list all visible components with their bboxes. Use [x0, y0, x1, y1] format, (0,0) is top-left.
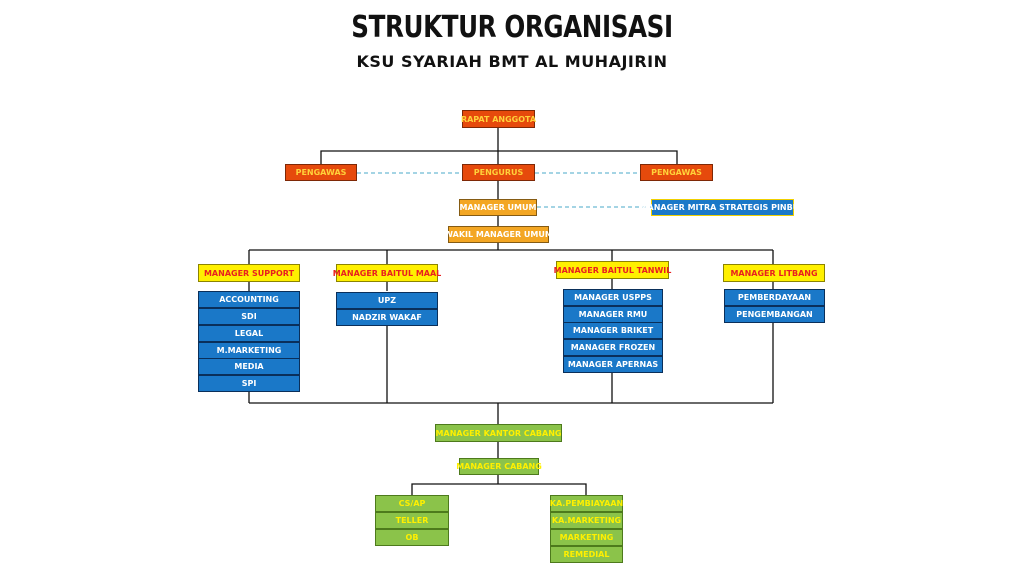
unit-m-marketing: M.MARKETING	[198, 342, 300, 359]
unit-nadzir-wakaf: NADZIR WAKAF	[336, 309, 438, 326]
node-manager-support: MANAGER SUPPORT	[198, 264, 300, 282]
unit-pengembangan: PENGEMBANGAN	[724, 306, 825, 323]
unit-accounting: ACCOUNTING	[198, 291, 300, 308]
unit-legal: LEGAL	[198, 325, 300, 342]
node-pengawas-left: PENGAWAS	[285, 164, 357, 181]
unit-sdi: SDI	[198, 308, 300, 325]
unit-pemberdayaan: PEMBERDAYAAN	[724, 289, 825, 306]
unit-cs-ap: CS/AP	[375, 495, 449, 512]
unit-manager-uspps: MANAGER USPPS	[563, 289, 663, 306]
node-manager-mitra: MANAGER MITRA STRATEGIS PINBUK	[640, 199, 805, 216]
node-manager-baitul-tanwil: MANAGER BAITUL TANWIL	[554, 261, 671, 279]
unit-teller: TELLER	[375, 512, 449, 529]
unit-remedial: REMEDIAL	[550, 546, 623, 563]
unit-spi: SPI	[198, 375, 300, 392]
node-pengurus: PENGURUS	[462, 164, 535, 181]
unit-media: MEDIA	[198, 358, 300, 375]
node-wakil-manager-umum: WAKIL MANAGER UMUM	[444, 226, 553, 243]
node-pengawas-right: PENGAWAS	[640, 164, 713, 181]
node-manager-litbang: MANAGER LITBANG	[723, 264, 825, 282]
node-manager-kantor-cabang: MANAGER KANTOR CABANG	[435, 424, 562, 442]
unit-manager-briket: MANAGER BRIKET	[563, 322, 663, 339]
unit-manager-rmu: MANAGER RMU	[563, 306, 663, 323]
unit-ob: OB	[375, 529, 449, 546]
unit-ka-marketing: KA.MARKETING	[550, 512, 623, 529]
node-manager-baitul-maal: MANAGER BAITUL MAAL	[333, 264, 441, 282]
unit-marketing: MARKETING	[550, 529, 623, 546]
page-title: STRUKTUR ORGANISASI	[351, 10, 673, 45]
connector-line	[411, 483, 587, 495]
unit-upz: UPZ	[336, 292, 438, 309]
node-manager-umum: MANAGER UMUM	[459, 199, 537, 216]
unit-ka-pembiayaan: KA.PEMBIAYAAN	[550, 495, 623, 512]
node-rapat-anggota: RAPAT ANGGOTA	[461, 110, 536, 128]
unit-manager-frozen: MANAGER FROZEN	[563, 339, 663, 356]
page-subtitle: KSU SYARIAH BMT AL MUHAJIRIN	[356, 52, 668, 71]
connector-line	[320, 150, 678, 164]
node-manager-cabang: MANAGER CABANG	[456, 458, 542, 475]
unit-manager-apernas: MANAGER APERNAS	[563, 356, 663, 373]
